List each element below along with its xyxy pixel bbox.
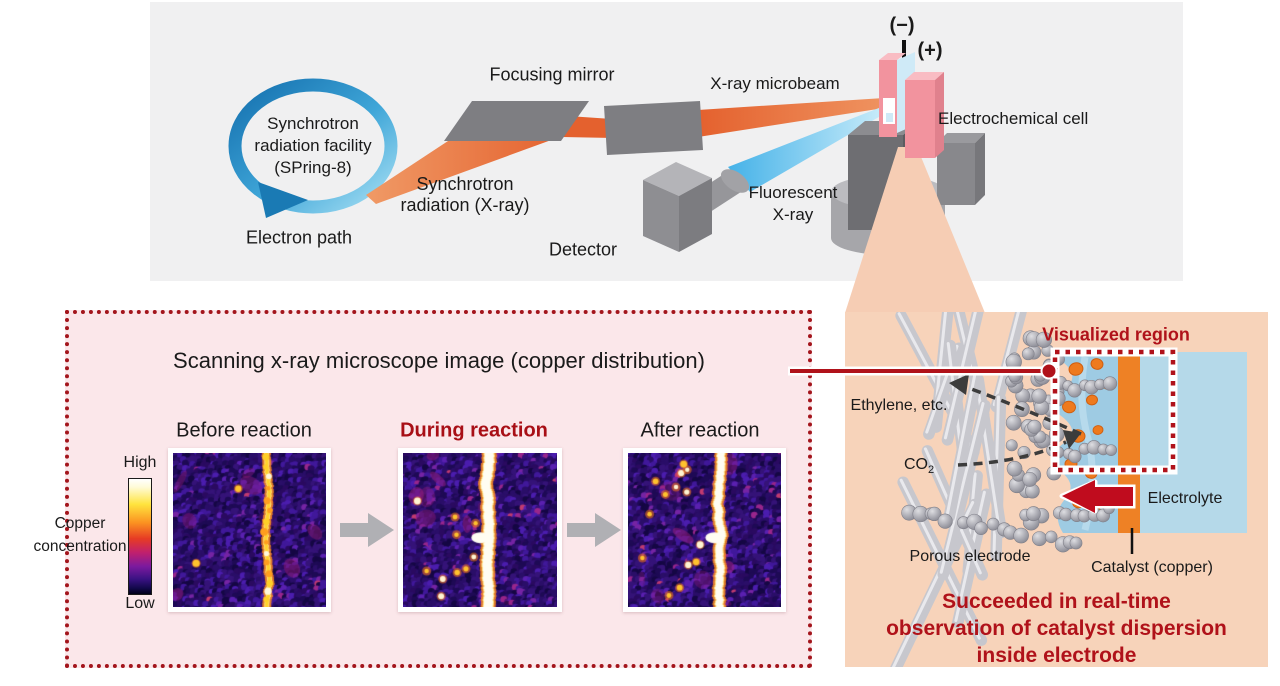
electrolyte-flow-arrow-icon <box>1059 479 1136 514</box>
synchrotron-radiation-label: Synchrotron radiation (X-ray) <box>400 174 529 216</box>
zoom-funnel <box>845 147 985 313</box>
co2-sub: 2 <box>927 464 935 477</box>
visualized-region-label: Visualized region <box>1042 324 1190 345</box>
porous-electrode-label: Porous electrode <box>909 548 1031 565</box>
electrolyte-region <box>1140 352 1247 533</box>
synchrotron-beam <box>366 135 565 204</box>
focusing-mirror-1 <box>444 101 589 141</box>
heatmap-before-reaction <box>168 448 331 612</box>
after-reaction-label: After reaction <box>640 419 760 442</box>
electrochemical-cell-label: Electrochemical cell <box>938 109 1089 128</box>
visualized-region-outline <box>1052 349 1176 473</box>
radiation-line2: radiation (X-ray) <box>400 195 530 215</box>
before-reaction-label: Before reaction <box>176 419 312 442</box>
beam-between-mirrors <box>562 116 614 138</box>
facility-line3: (SPring-8) <box>274 158 352 177</box>
facility-line1: Synchrotron <box>267 114 359 133</box>
ethylene-label: Ethylene, etc. <box>850 397 948 414</box>
conclusion-text: Succeeded in real-time observation of ca… <box>845 588 1268 669</box>
fluorescent-xray-label: Fluorescent X-ray <box>749 182 838 226</box>
microscope-panel-title: Scanning x-ray microscope image (copper … <box>173 348 705 373</box>
during-reaction-label: During reaction <box>400 419 548 442</box>
ethylene-out-arrow <box>965 385 1082 436</box>
synchrotron-ring-icon <box>228 78 398 218</box>
fluorescent-line2: X-ray <box>772 205 814 224</box>
co2-arrowhead-icon <box>1063 430 1081 449</box>
co2-main: CO <box>903 455 928 473</box>
conclusion-line2: observation of catalyst dispersion <box>886 617 1227 640</box>
colorbar-low-label: Low <box>125 595 155 612</box>
copper-concentration-label: Copper concentration <box>33 512 126 558</box>
facility-line2: radiation facility <box>254 136 372 155</box>
facility-label: Synchrotron radiation facility (SPring-8… <box>254 113 371 179</box>
focusing-mirror-label: Focusing mirror <box>489 64 615 85</box>
electrolyte-label: Electrolyte <box>1147 490 1223 507</box>
conclusion-line1: Succeeded in real-time <box>942 590 1171 613</box>
xray-microbeam-beam <box>698 98 884 137</box>
colorbar-high-label: High <box>123 454 157 471</box>
electrochemical-cell-icon <box>879 40 944 158</box>
copper-concentration-colorbar <box>128 478 152 595</box>
copper-label-line1: Copper <box>54 515 106 532</box>
detector-icon <box>643 162 750 252</box>
radiation-line1: Synchrotron <box>416 174 514 194</box>
xray-microbeam-label: X-ray microbeam <box>710 74 840 93</box>
co2-label: CO2 <box>904 456 934 476</box>
conclusion-line3: inside electrode <box>976 644 1137 667</box>
catalyst-copper-label: Catalyst (copper) <box>1091 559 1213 576</box>
electron-path-label: Electron path <box>245 227 353 248</box>
fluorescent-xray-beam <box>728 106 884 192</box>
minus-electrode-label: (−) <box>889 14 915 37</box>
beamline-apparatus-drawing <box>228 40 985 313</box>
focusing-mirror-2 <box>604 101 703 155</box>
heatmap-after-reaction <box>623 448 786 612</box>
copper-label-line2: concentration <box>33 538 127 555</box>
plus-electrode-label: (+) <box>917 39 943 62</box>
heatmap-during-reaction <box>398 448 562 612</box>
fluorescent-line1: Fluorescent <box>748 183 838 202</box>
ethylene-arrowhead-icon <box>949 374 969 395</box>
detector-label: Detector <box>548 239 618 260</box>
